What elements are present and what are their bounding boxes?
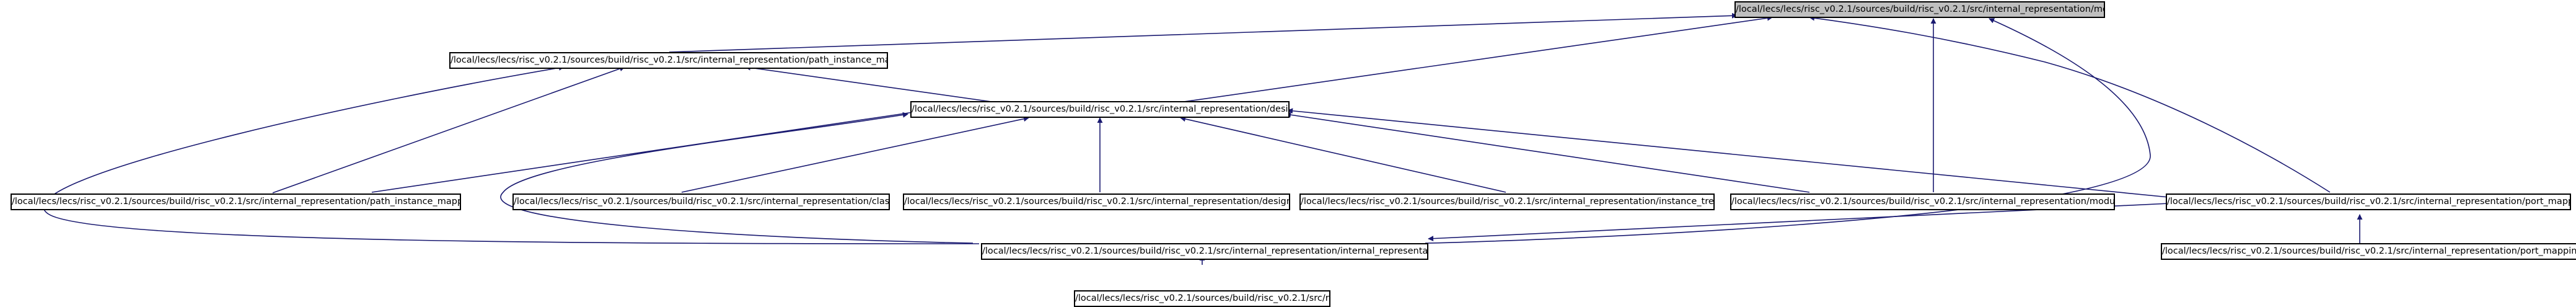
node-instance-tree-cpp[interactable]: /local/lecs/lecs/risc_v0.2.1/sources/bui… bbox=[1299, 194, 1715, 210]
edge-module-cpp-to-design-h bbox=[1285, 112, 1810, 193]
node-port-mapping-h[interactable]: /local/lecs/lecs/risc_v0.2.1/sources/bui… bbox=[2166, 194, 2571, 210]
node-design-h[interactable]: /local/lecs/lecs/risc_v0.2.1/sources/bui… bbox=[910, 101, 1290, 118]
include-dependency-graph bbox=[43, 12, 2363, 265]
node-module-h[interactable]: /local/lecs/lecs/risc_v0.2.1/sources/bui… bbox=[1734, 1, 2105, 18]
edge-design-h-to-module-h bbox=[1171, 15, 1773, 104]
node-module-cpp[interactable]: /local/lecs/lecs/risc_v0.2.1/sources/bui… bbox=[1730, 194, 2115, 210]
node-class-cpp[interactable]: /local/lecs/lecs/risc_v0.2.1/sources/bui… bbox=[512, 194, 890, 210]
edge-path-mapper-cpp-to-path-mapper-h bbox=[272, 66, 625, 194]
edge-internal-repr-h-to-design-h bbox=[500, 112, 974, 244]
edge-path-mapper-cpp-to-design-h bbox=[371, 109, 918, 193]
edge-class-cpp-to-design-h bbox=[681, 116, 1029, 193]
node-design-cpp[interactable]: /local/lecs/lecs/risc_v0.2.1/sources/bui… bbox=[903, 194, 1290, 210]
node-port-mapping-cpp[interactable]: /local/lecs/lecs/risc_v0.2.1/sources/bui… bbox=[2161, 243, 2576, 260]
edge-design-h-to-path-mapper-h bbox=[745, 65, 1009, 105]
node-risc-h[interactable]: /local/lecs/lecs/risc_v0.2.1/sources/bui… bbox=[1074, 290, 1330, 307]
edge-port-mapping-h-to-module-h bbox=[1809, 15, 2331, 193]
edge-path-mapper-h-to-module-h bbox=[669, 12, 1738, 53]
node-internal-representation-h[interactable]: /local/lecs/lecs/risc_v0.2.1/sources/bui… bbox=[981, 243, 1428, 260]
edge-internal-repr-h-to-module-h bbox=[1425, 18, 2151, 244]
node-path-instance-mapper-h[interactable]: /local/lecs/lecs/risc_v0.2.1/sources/bui… bbox=[449, 52, 888, 69]
node-path-instance-mapper-cpp[interactable]: /local/lecs/lecs/risc_v0.2.1/sources/bui… bbox=[11, 194, 461, 210]
edge-instance-tree-cpp-to-design-h bbox=[1180, 116, 1506, 193]
edge-port-mapping-h-to-design-h bbox=[1287, 108, 2169, 198]
edge-internal-repr-h-to-path-mapper-h bbox=[43, 65, 980, 244]
